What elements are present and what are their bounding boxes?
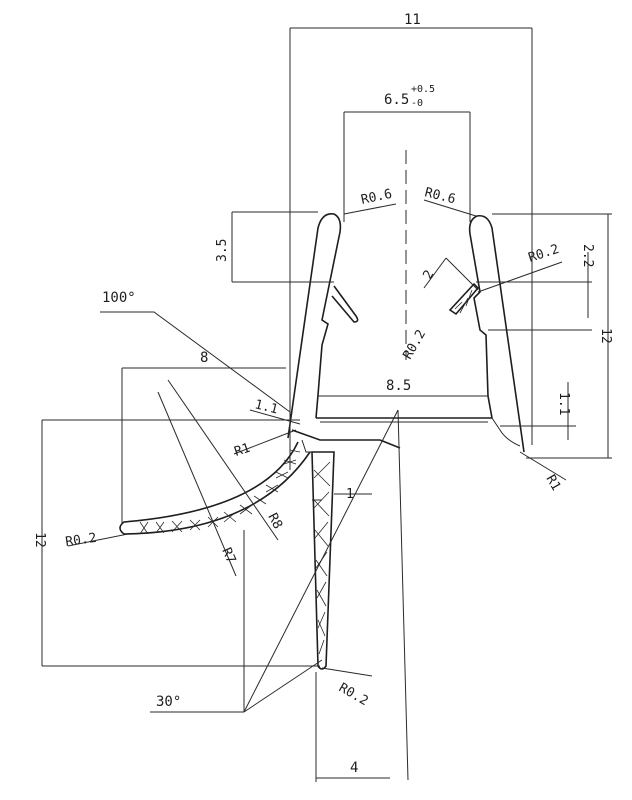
dim-radius-corner-left: R1 — [233, 441, 253, 460]
profile-outline — [287, 212, 525, 453]
sealing-fin — [311, 451, 335, 670]
dim-right-small: 1.1 — [556, 392, 571, 415]
dim-radius-right-top: R0.6 — [423, 185, 457, 207]
dim-inner-span: 8.5 — [386, 378, 411, 394]
dim-radius-flap-inner: R7 — [218, 546, 238, 566]
dim-height-right-small: 2.2 — [580, 244, 595, 267]
dim-flap-length: 8 — [200, 350, 208, 366]
dim-fin-offset: 4 — [350, 760, 358, 776]
dimension-lines — [41, 27, 612, 782]
dim-fin-thickness: 1 — [346, 487, 354, 502]
dim-radius-flap-outer: R8 — [264, 511, 285, 532]
dim-wall-thickness: 1.1 — [253, 397, 279, 417]
dim-angle-bottom: 30° — [156, 694, 181, 710]
dimension-labels: 11 6.5 +0.5 -0 R0.6 R0.6 3.5 2 R0.2 2.2 … — [32, 12, 613, 776]
dim-inner-width-plus: +0.5 — [411, 84, 435, 95]
dim-radius-fin-tip: R0.2 — [336, 680, 371, 709]
dim-radius-left-top: R0.6 — [360, 187, 394, 208]
dim-height-lip: 3.5 — [215, 239, 230, 262]
dim-radius-flap-tip: R0.2 — [64, 531, 97, 550]
dim-inner-width: 6.5 — [384, 92, 409, 108]
dim-inner-width-minus: -0 — [411, 98, 423, 109]
dim-lip-offset: 2 — [420, 268, 437, 282]
dim-height-left: 12 — [32, 532, 47, 548]
dim-radius-corner-right: R1 — [543, 473, 564, 494]
dim-angle-top: 100° — [102, 290, 136, 306]
dim-width-total: 11 — [404, 12, 421, 28]
dim-radius-inner: R0.2 — [400, 327, 429, 362]
dim-height-right: 12 — [598, 328, 613, 344]
